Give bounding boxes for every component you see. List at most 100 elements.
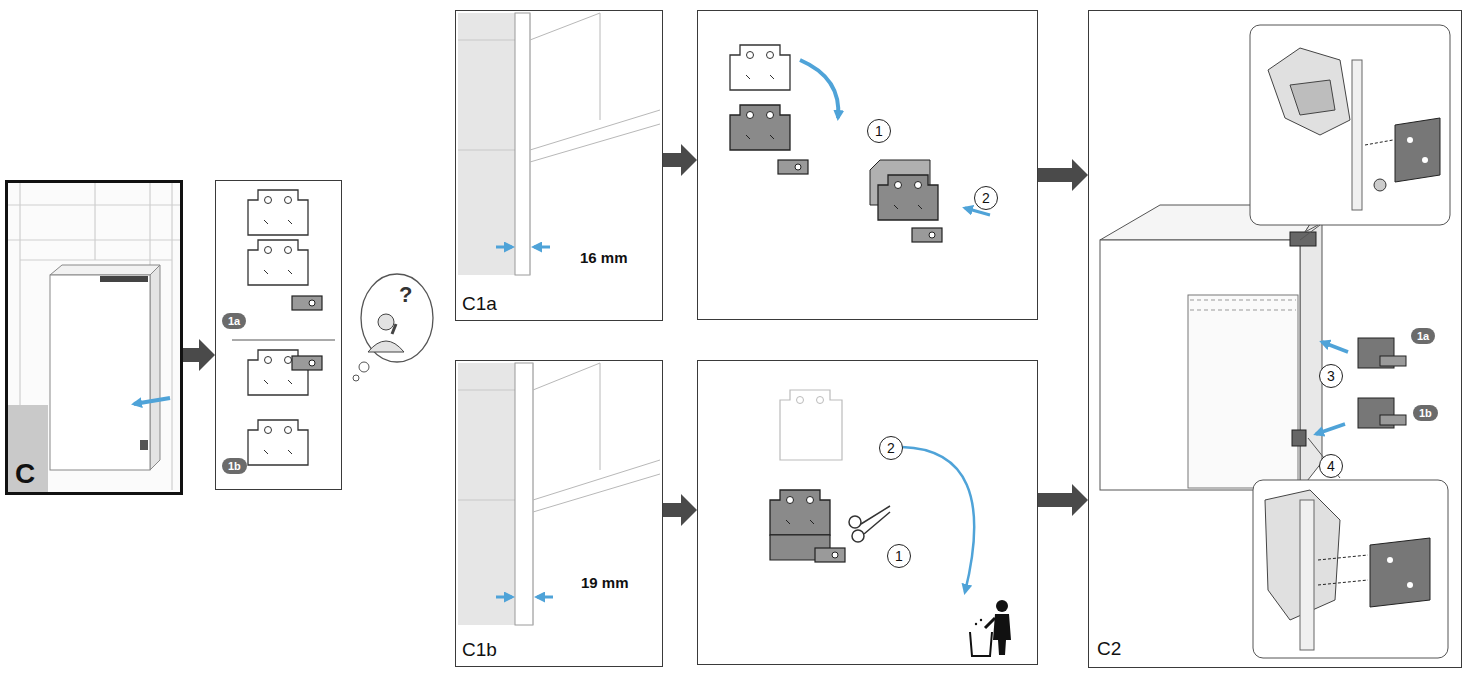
bracket-fold-step-part (912, 228, 942, 242)
bracket-cut-step-part (980, 619, 982, 621)
thought-bubble-part (392, 324, 396, 334)
callout-number: 1 (887, 544, 911, 568)
part-tag: 1a (222, 313, 246, 329)
step-panel: 12 (697, 10, 1038, 320)
bracket-cut-step-part (861, 506, 890, 534)
cabinet-scene-part (150, 265, 160, 470)
thought-bubble-part (353, 375, 359, 381)
fridge-mounting-part (1290, 80, 1335, 115)
fridge-mounting-part (1395, 118, 1440, 182)
step-arrow (183, 339, 215, 371)
fridge-mounting-part (1318, 555, 1368, 585)
fridge-mounting-part (1100, 240, 1300, 490)
thought-bubble-part (359, 362, 369, 372)
fridge-mounting-part (1352, 60, 1362, 210)
callout-number: 4 (1319, 454, 1343, 478)
cabinet-detail-19 (458, 363, 660, 625)
fridge-mounting-part (1290, 232, 1316, 246)
part-tag: 1b (1413, 405, 1438, 421)
cabinet-scene-part (50, 275, 150, 470)
step-panel: 1a 1b (215, 180, 342, 490)
bracket-fold-step-part (800, 60, 838, 118)
cabinet-detail-16-part (458, 40, 515, 150)
thought-bubble-part (368, 341, 404, 352)
fridge-mounting-part (1374, 179, 1386, 191)
bracket-variants-part (292, 356, 322, 370)
fridge-mounting-part (1407, 582, 1413, 588)
cabinet-detail-16 (458, 13, 660, 275)
bracket-cut-step-part (780, 390, 842, 460)
fridge-mounting-part (1407, 137, 1413, 143)
step-panel: C1b19 mm (455, 360, 663, 667)
thought-bubble-part (361, 274, 433, 362)
step-arrow (1038, 484, 1088, 516)
step-panel: C1a 16 mm (455, 10, 663, 321)
fridge-mounting-part (1268, 48, 1350, 135)
bracket-variants-part (232, 340, 335, 341)
fridge-mounting-part (1300, 205, 1322, 490)
fridge-mounting-part (1300, 500, 1314, 650)
callout-number: 3 (1319, 364, 1343, 388)
cabinet-detail-16-part (530, 13, 660, 275)
step-arrow (663, 494, 697, 526)
step-arrow (1038, 159, 1088, 191)
cabinet-scene-part (8, 183, 180, 492)
bracket-cut-step-part (996, 600, 1008, 612)
cabinet-scene-part (134, 398, 170, 404)
bracket-cut-step-part (993, 614, 1011, 655)
bracket-cut-step-part (815, 548, 845, 562)
cabinet-detail-16-part (458, 13, 515, 275)
bracket-fold-step-part (730, 105, 790, 150)
callout-number: 1 (867, 119, 891, 143)
bracket-cut-step-part (985, 618, 995, 628)
cabinet-detail-19-part (458, 390, 515, 500)
cabinet-detail-19-part (458, 363, 515, 625)
dimension-label: 16 mm (580, 249, 628, 267)
bracket-variants-part (248, 190, 308, 235)
bracket-variants-part (292, 296, 322, 310)
bracket-fold-step-part (878, 175, 938, 220)
fridge-mounting-part (1300, 225, 1320, 240)
callout-number: 2 (879, 436, 903, 460)
bracket-cut-step-part (852, 530, 864, 542)
fridge-mounting-part (1316, 424, 1345, 434)
bracket-cut-step-part (902, 447, 974, 592)
part-tag: 1a (1411, 328, 1435, 344)
bracket-fold-step-part (730, 45, 790, 90)
cabinet-scene-part (100, 276, 148, 282)
cabinet-scene-part (140, 440, 148, 450)
fridge-mounting-part (1422, 157, 1428, 163)
step-label: C (15, 459, 35, 489)
cabinet-scene-part (50, 265, 160, 275)
cabinet-scene (8, 183, 180, 492)
cabinet-detail-16-part (534, 246, 550, 249)
part-tag: 1b (222, 458, 247, 474)
fridge-mounting-part (1190, 300, 1296, 310)
fridge-mounting-part (1380, 356, 1406, 366)
step-arrow (663, 144, 697, 176)
callout-number: 2 (974, 186, 998, 210)
cabinet-detail-19-part (537, 596, 553, 599)
fridge-mounting-part (1188, 295, 1298, 488)
fridge-mounting (1100, 25, 1450, 658)
cabinet-scene-part (8, 405, 48, 492)
bracket-variants-part (248, 240, 308, 285)
fridge-mounting-part (1253, 480, 1448, 658)
fridge-mounting-part (1380, 415, 1406, 425)
bracket-fold-step (730, 45, 990, 242)
bracket-cut-step-part (817, 397, 824, 404)
thought-bubble (353, 274, 433, 381)
step-panel: C (5, 180, 183, 495)
step-panel: C231a41b (1088, 10, 1462, 668)
bracket-variants-part (248, 420, 308, 465)
step-label: C1b (462, 639, 497, 661)
bracket-fold-step-part (778, 160, 808, 174)
bracket-cut-step-part (770, 490, 830, 535)
step-label: C1a (462, 293, 497, 315)
bracket-cut-step (770, 390, 1011, 656)
fridge-mounting-part (1387, 557, 1393, 563)
